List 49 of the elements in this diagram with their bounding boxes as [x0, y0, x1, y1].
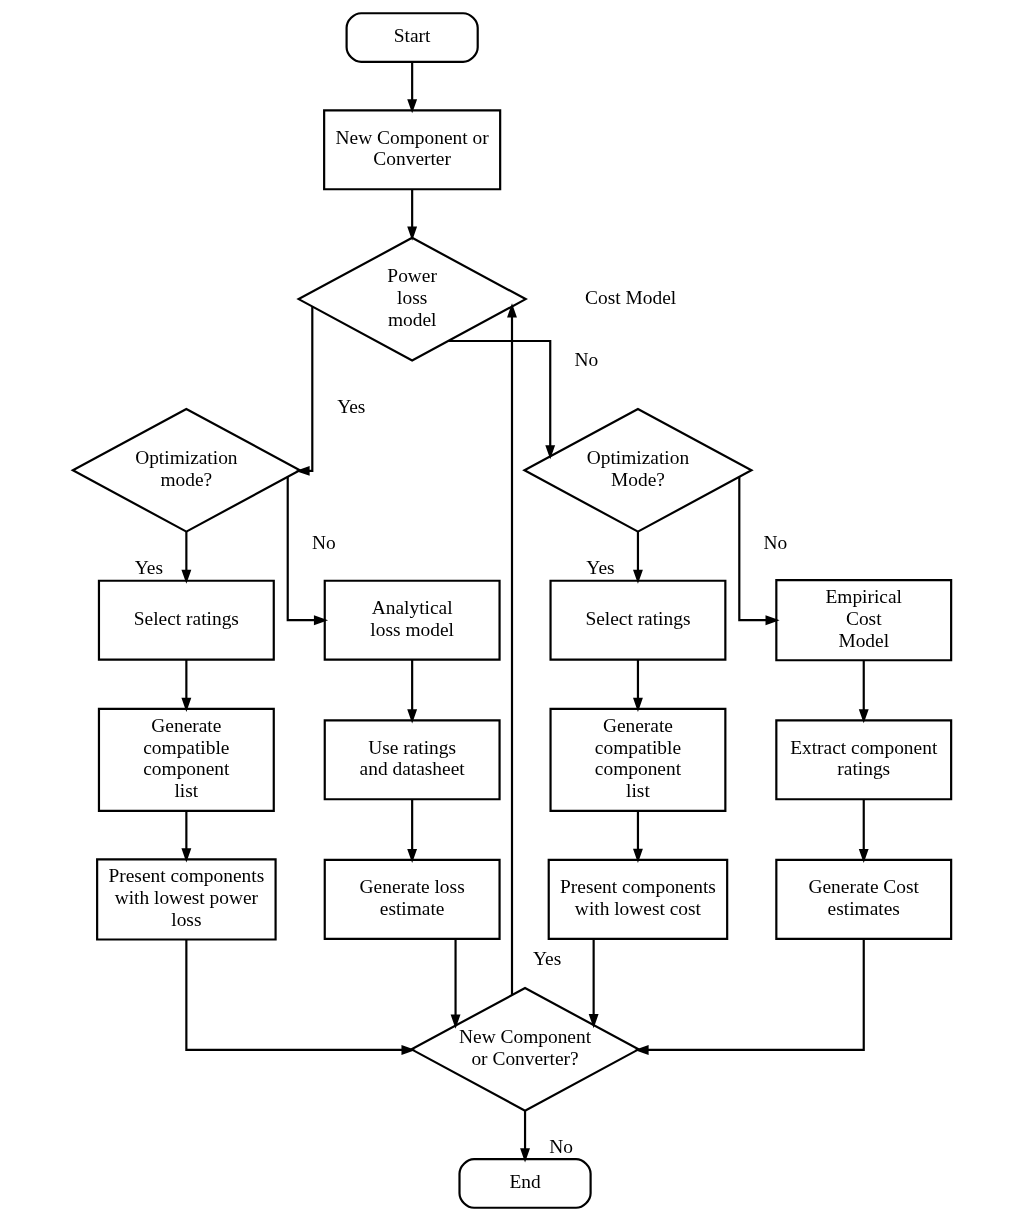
- arrow: [858, 799, 869, 863]
- arrow: [507, 303, 517, 995]
- node-diamond: Optimization Mode?: [522, 407, 754, 533]
- arrow: [181, 659, 192, 712]
- node-box: Use ratings and datasheet: [323, 719, 501, 801]
- node-box: End: [458, 1158, 592, 1209]
- node-box: Generate Cost estimates: [775, 858, 953, 940]
- node-box: Select ratings: [549, 579, 727, 661]
- arrow: [286, 477, 329, 626]
- arrow: [407, 799, 418, 863]
- arrow: [633, 531, 643, 584]
- label: Cost Model: [585, 286, 677, 308]
- arrow: [181, 811, 192, 863]
- edge-label: No: [763, 531, 788, 553]
- edge-label: Yes: [586, 557, 615, 579]
- node-box: Analytical loss model: [323, 579, 501, 661]
- edge-label: No: [312, 531, 336, 553]
- arrow: [520, 1110, 530, 1163]
- node-box: Start: [345, 12, 479, 63]
- node-box: Present components with lowest cost: [547, 858, 729, 940]
- node-box: Generate compatible component list: [97, 707, 275, 812]
- node-box: Extract component ratings: [775, 719, 953, 801]
- arrow: [407, 61, 418, 114]
- edge-label: Yes: [337, 396, 366, 418]
- node-box: Present components with lowest power loss: [96, 858, 277, 941]
- node-box: Empirical Cost Model: [775, 579, 953, 662]
- edge-label: No: [574, 348, 599, 370]
- arrow: [634, 938, 865, 1055]
- arrow: [407, 659, 418, 724]
- arrow: [633, 659, 643, 712]
- edge-label: Yes: [532, 948, 562, 970]
- arrow: [450, 939, 461, 1029]
- arrow: [738, 477, 780, 626]
- node-box: Generate loss estimate: [323, 858, 501, 940]
- arrow: [295, 306, 314, 476]
- arrow: [181, 531, 192, 584]
- node-box: New Component or Converter: [323, 109, 502, 191]
- node-box: Generate compatible component list: [549, 707, 727, 812]
- arrow: [448, 339, 556, 460]
- arrow: [407, 189, 418, 241]
- arrow: [185, 939, 416, 1055]
- arrow: [858, 660, 869, 724]
- node-diamond: Power loss model: [296, 236, 528, 362]
- arrow: [588, 939, 599, 1029]
- arrow: [633, 811, 643, 863]
- node-diamond: New Component or Converter?: [409, 986, 641, 1112]
- node-box: Select ratings: [97, 579, 275, 661]
- edge-label: No: [549, 1135, 574, 1157]
- edge-label: Yes: [134, 557, 164, 579]
